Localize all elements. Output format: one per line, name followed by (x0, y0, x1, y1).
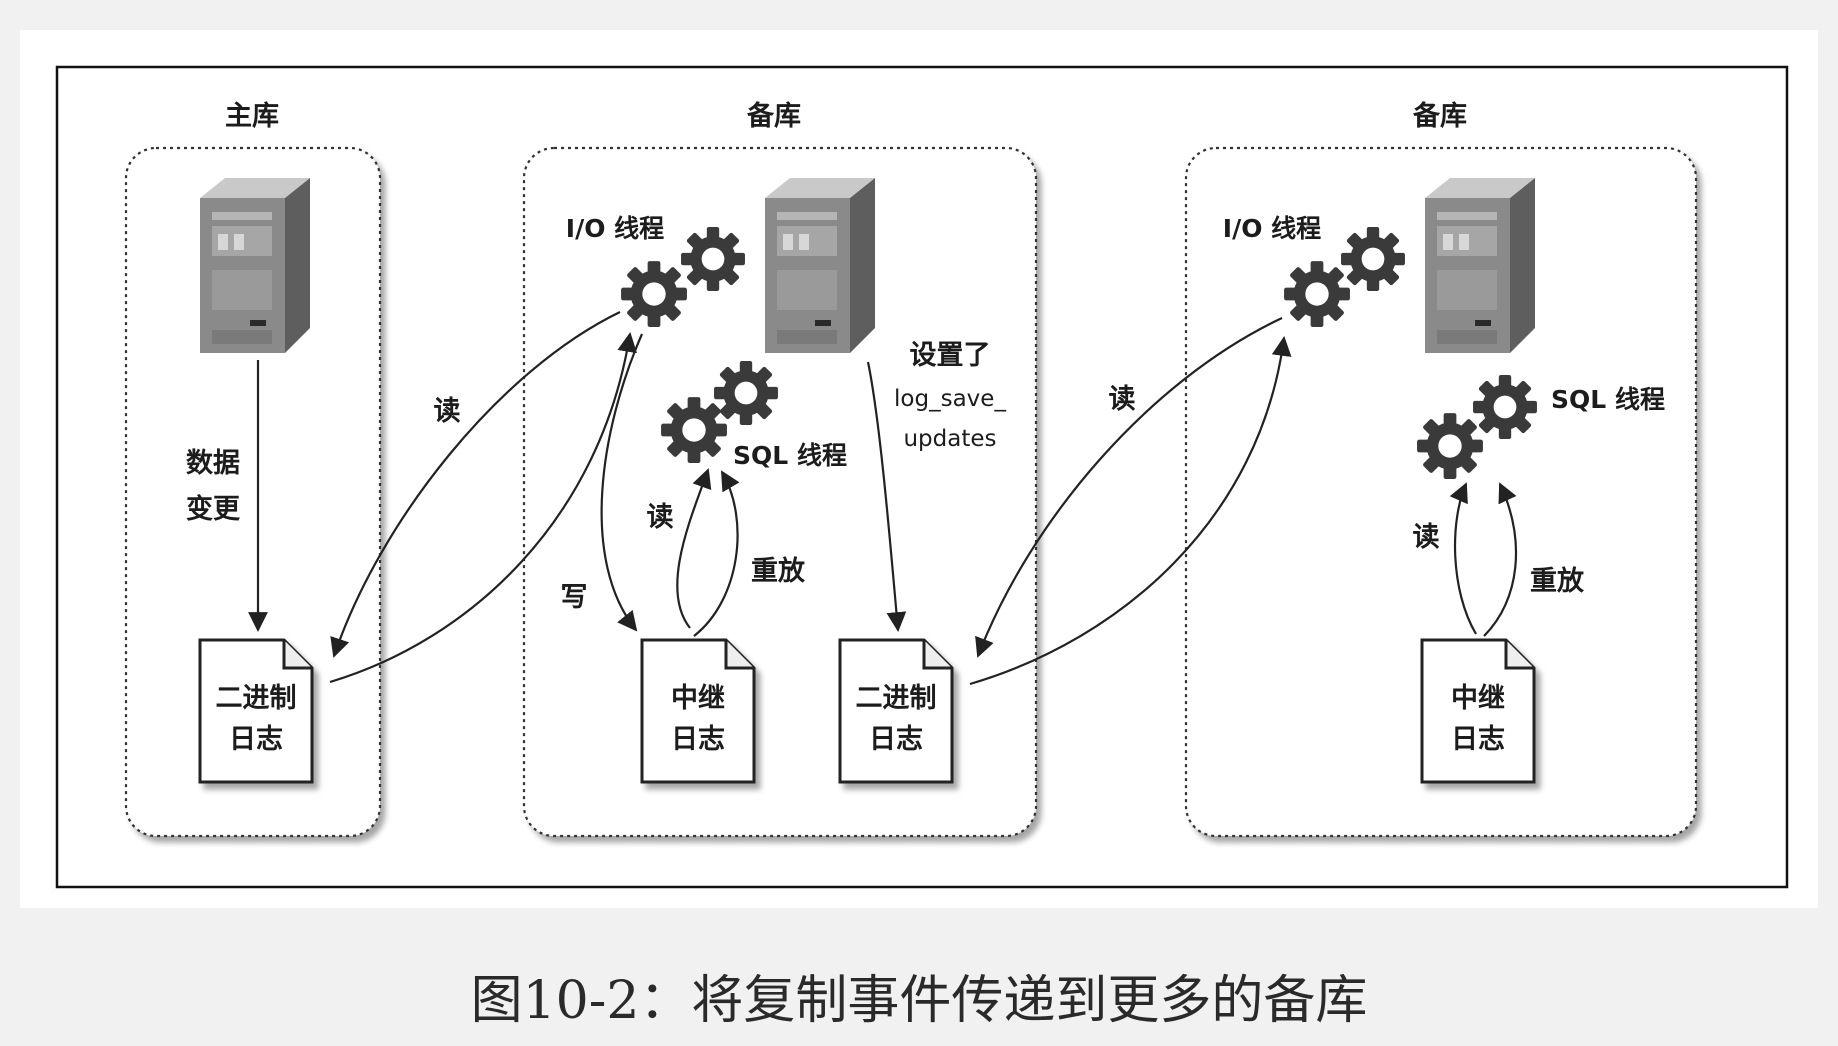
zone-title-master: 主库 (225, 101, 279, 132)
label-r1-sql-read: 读 (647, 502, 674, 533)
arrow-r2-sql-read (1449, 482, 1477, 635)
doc-r1-relay-line1: 中继 (671, 682, 725, 714)
label-r2-io-thread: I/O 线程 (1223, 214, 1321, 243)
doc-r1-relay-line2: 日志 (671, 724, 725, 755)
gear-icon (1417, 413, 1483, 479)
label-r2-sql-thread: SQL 线程 (1551, 385, 1665, 414)
doc-r1-binlog-line2: 日志 (869, 724, 923, 755)
label-read-r1: 读 (434, 396, 461, 427)
label-r1-sql-thread: SQL 线程 (733, 441, 847, 470)
server-icon (765, 178, 875, 353)
label-r2-sql-replay: 重放 (1530, 565, 1585, 597)
doc-master-binlog-line2: 日志 (229, 724, 283, 755)
arrow-r2-io-read (975, 317, 1283, 658)
gear-icon (661, 397, 727, 463)
arrow-r2-sql-replay (1483, 482, 1518, 637)
gear-icon (1284, 261, 1350, 327)
arrow-r1-binlog-to-r2-io (969, 336, 1292, 686)
doc-r2-relay-line2: 日志 (1451, 724, 1505, 755)
label-r1-io-thread: I/O 线程 (566, 214, 664, 243)
label-data-change-1: 数据 (186, 448, 240, 479)
label-r1-sql-replay: 重放 (751, 555, 806, 587)
zone-master: 主库 (124, 101, 382, 838)
arrow-io-write-relay (600, 333, 644, 632)
zone-title-replica-2: 备库 (1412, 101, 1467, 132)
label-r1-setting-2: log_save_ (894, 386, 1006, 412)
arrow-binlog-to-io (329, 332, 637, 684)
label-data-change-2: 变更 (186, 493, 241, 525)
gear-icon (1341, 227, 1405, 291)
figure-caption: 图10-2：将复制事件传递到更多的备库 (471, 971, 1368, 1031)
arrow-sql-read-relay (676, 468, 712, 629)
server-icon (1425, 178, 1535, 353)
doc-master-binlog-line1: 二进制 (216, 683, 297, 714)
gear-icon (1473, 375, 1537, 439)
gear-icon (681, 227, 745, 291)
label-r1-setting-1: 设置了 (910, 340, 991, 371)
doc-r2-relay-line1: 中继 (1451, 682, 1505, 714)
gear-icon (621, 261, 687, 327)
label-r1-setting-3: updates (903, 426, 996, 452)
arrow-log-slave-updates (866, 361, 907, 632)
label-r1-write: 写 (561, 582, 588, 613)
doc-r1-binlog-line1: 二进制 (856, 683, 937, 714)
label-r2-sql-read: 读 (1413, 522, 1440, 553)
label-read-r2: 读 (1109, 384, 1136, 415)
server-icon (200, 178, 310, 353)
zone-title-replica-1: 备库 (746, 101, 801, 132)
arrow-sql-replay (693, 470, 740, 637)
arrow-io-read-binlog (330, 311, 621, 658)
gear-icon (714, 361, 778, 425)
